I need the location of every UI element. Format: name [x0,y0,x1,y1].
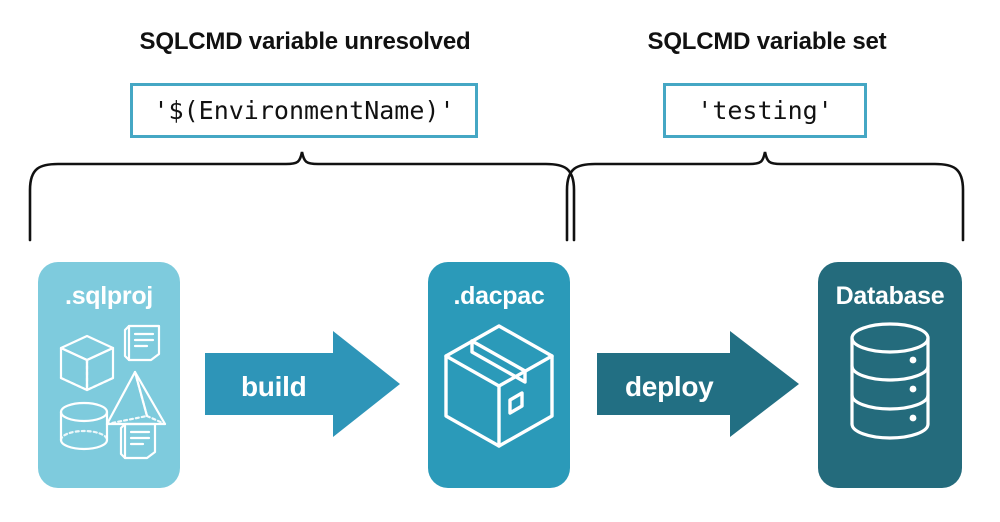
heading-sqlcmd-set: SQLCMD variable set [647,28,887,55]
arrow-deploy: deploy [597,331,799,442]
arrow-deploy-shape [597,331,799,437]
arrow-build-shape [205,331,400,437]
artifact-label-database: Database [835,282,945,310]
arrow-build: build [205,331,400,442]
brace-deploy-scope [565,151,965,242]
artifact-box-sqlproj: .sqlproj [38,262,180,488]
code-box-environment-name: '$(EnvironmentName)' [130,83,478,138]
artifact-label-sqlproj: .sqlproj [65,282,153,310]
project-shapes-icon [38,320,180,462]
code-value-unresolved: '$(EnvironmentName)' [153,96,455,125]
database-cylinder-icon [818,320,962,442]
package-box-icon [428,320,570,452]
code-box-testing: 'testing' [663,83,867,138]
heading-sqlcmd-unresolved: SQLCMD variable unresolved [139,28,471,55]
arrow-build-label: build [241,370,307,402]
artifact-box-database: Database [818,262,962,488]
cylinder-wireframe [59,401,109,451]
artifact-box-dacpac: .dacpac [428,262,570,488]
code-value-resolved: 'testing' [697,96,833,125]
cube-wireframe [59,334,115,392]
artifact-label-dacpac: .dacpac [453,282,545,310]
scroll-document-icon-1 [123,324,161,362]
scroll-document-icon-2 [119,422,157,460]
brace-build-scope [28,151,576,242]
arrow-deploy-label: deploy [625,370,714,402]
pyramid-wireframe [105,370,167,426]
